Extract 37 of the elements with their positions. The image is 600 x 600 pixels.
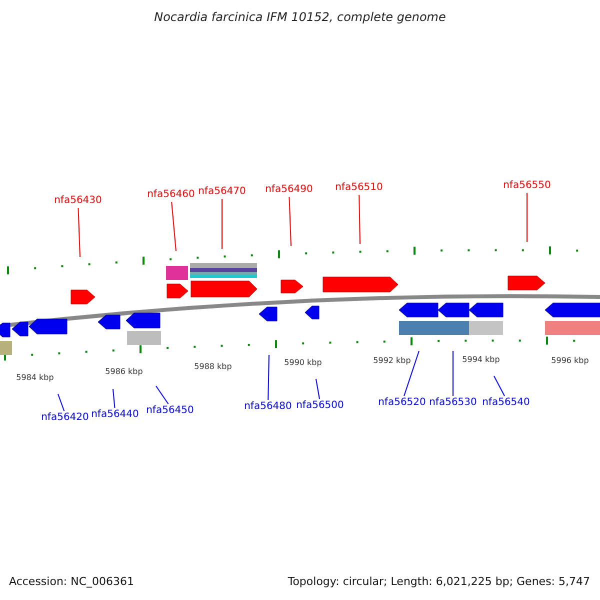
leader-line (156, 386, 169, 404)
gene-label: nfa56540 (482, 397, 530, 409)
gene-label: nfa56480 (244, 401, 292, 413)
gene-label: nfa56430 (54, 195, 102, 207)
position-label: 5990 kbp (284, 358, 322, 368)
footer-text: Accession: NC_006361 (9, 575, 134, 589)
leader-line (268, 354, 270, 400)
leader-line (358, 194, 360, 244)
position-label: 5986 kbp (105, 367, 143, 377)
gene-label: nfa56510 (335, 182, 383, 194)
gene-label: nfa56490 (265, 184, 313, 196)
leader-line (58, 394, 65, 412)
position-label: 5984 kbp (16, 373, 54, 383)
footer-text: Topology: circular; Length: 6,021,225 bp; Genes: 5,747 (288, 575, 590, 589)
position-label: 5994 kbp (462, 355, 500, 365)
leader-line (526, 192, 528, 242)
position-label: 5996 kbp (551, 356, 589, 366)
gene-label: nfa56500 (296, 400, 344, 412)
leader-line (288, 196, 292, 246)
gene-label: nfa56520 (378, 397, 426, 409)
leader-line (78, 208, 80, 258)
gene-label: nfa56470 (198, 186, 246, 198)
gene-label: nfa56460 (147, 189, 195, 201)
gene-label: nfa56550 (503, 180, 551, 192)
leader-line (316, 378, 320, 400)
gene-label: nfa56450 (146, 405, 194, 417)
position-label: 5988 kbp (194, 362, 232, 372)
leader-line (171, 202, 176, 252)
gene-label: nfa56530 (429, 397, 477, 409)
leader-line (494, 376, 506, 396)
gene-label: nfa56420 (41, 412, 89, 424)
leader-line (404, 350, 420, 396)
leader-line (452, 350, 454, 396)
position-label: 5992 kbp (373, 356, 411, 366)
gene-label: nfa56440 (91, 409, 139, 421)
chart-title: Nocardia farcinica IFM 10152, complete genome (153, 10, 447, 24)
leader-line (112, 388, 116, 408)
